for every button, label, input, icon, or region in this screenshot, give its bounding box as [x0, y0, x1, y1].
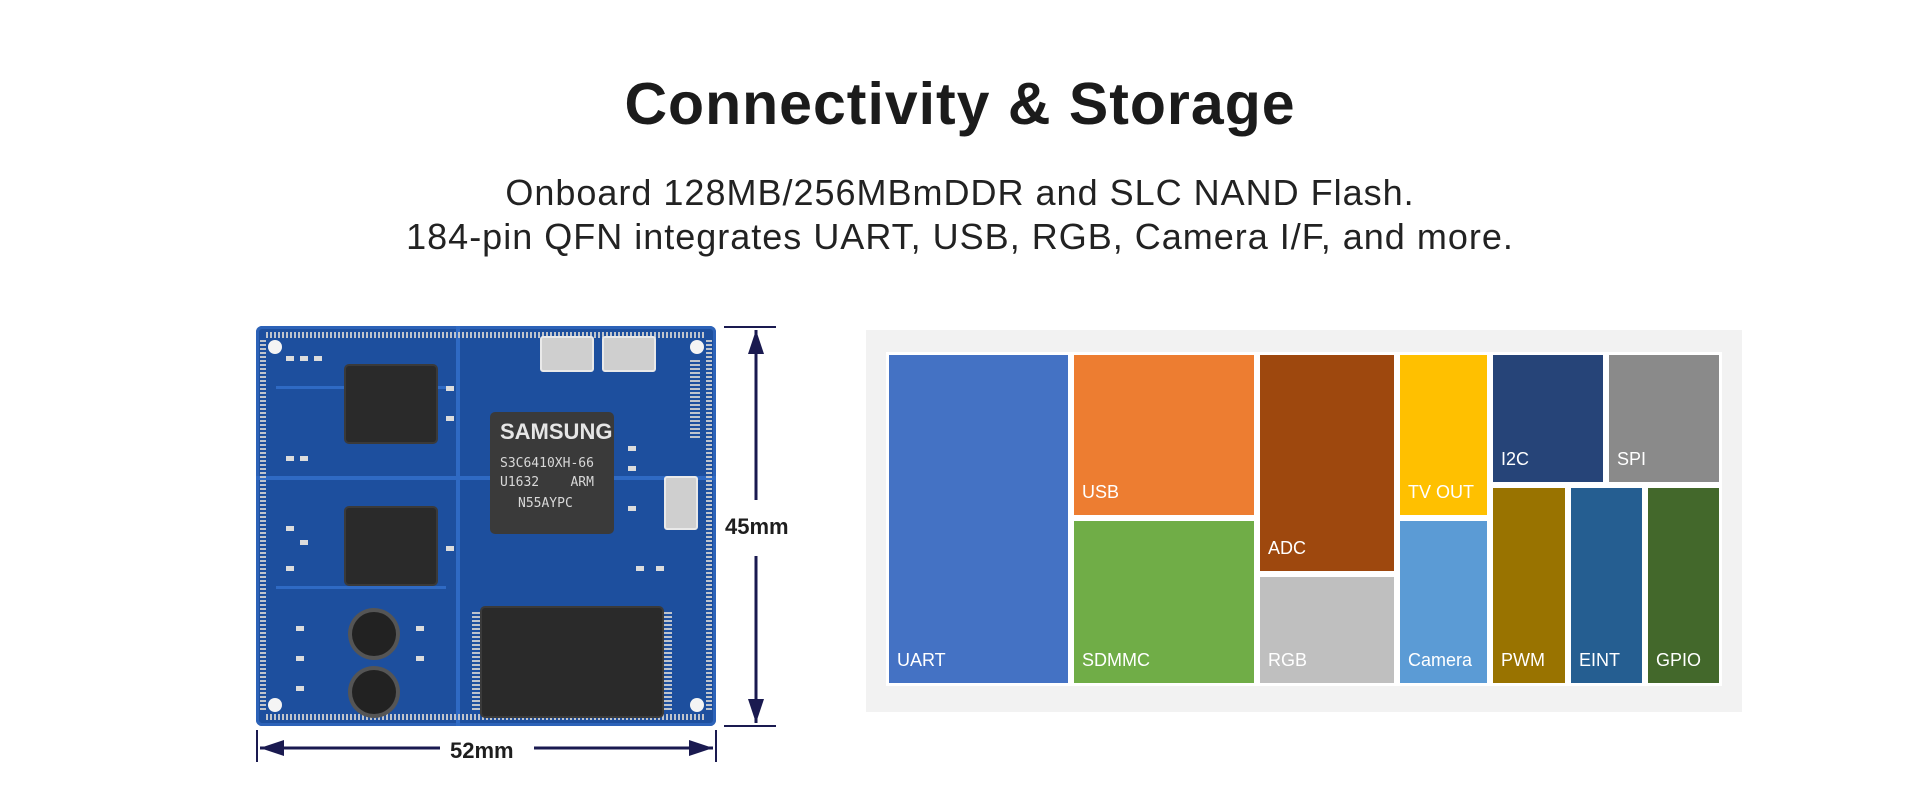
tile-label: EINT [1579, 650, 1621, 670]
cpu-line-3: N55AYPC [518, 496, 573, 511]
ram-chip-2 [346, 508, 436, 584]
tile-camera: Camera [1397, 518, 1490, 686]
cpu-chip: SAMSUNG S3C6410XH-66 U1632 ARM N55AYPC [492, 414, 612, 532]
width-dimension-label: 52mm [450, 738, 514, 763]
crystal-2 [602, 336, 656, 372]
tile-sdmmc: SDMMC [1071, 518, 1257, 686]
tile-label: UART [897, 650, 946, 670]
page-title: Connectivity & Storage [624, 71, 1296, 137]
tile-label: Camera [1408, 650, 1473, 670]
tile-rgb: RGB [1257, 574, 1397, 686]
subtitle-line-1: Onboard 128MB/256MBmDDR and SLC NAND Fla… [505, 172, 1415, 213]
crystal-1 [540, 336, 594, 372]
tile-adc: ADC [1257, 352, 1397, 574]
tile-i2c: I2C [1490, 352, 1606, 485]
tile-eint: EINT [1568, 485, 1645, 686]
interface-treemap: UART USB SDMMC ADC RGB TV OUT Camera I2C… [866, 330, 1742, 712]
tile-label: TV OUT [1408, 482, 1474, 502]
pcb-board-image: SAMSUNG S3C6410XH-66 U1632 ARM N55AYPC [256, 326, 716, 726]
tile-tv-out: TV OUT [1397, 352, 1490, 518]
cpu-line-1: S3C6410XH-66 [500, 456, 594, 471]
tile-label: I2C [1501, 449, 1530, 469]
tile-label: ADC [1268, 538, 1307, 558]
tile-pwm: PWM [1490, 485, 1568, 686]
tile-label: SDMMC [1082, 650, 1150, 670]
height-dimension-label: 45mm [725, 514, 789, 539]
crystal-3 [664, 476, 698, 530]
inductor-2 [352, 670, 396, 714]
tile-label: RGB [1268, 650, 1308, 670]
tile-usb: USB [1071, 352, 1257, 518]
tile-label: PWM [1501, 650, 1545, 670]
nand-flash-chip [482, 608, 662, 716]
tile-label: GPIO [1656, 650, 1702, 670]
cpu-line-2: U1632 ARM [500, 475, 594, 490]
tile-gpio: GPIO [1645, 485, 1722, 686]
subtitle-line-2: 184-pin QFN integrates UART, USB, RGB, C… [406, 216, 1514, 257]
cpu-brand: SAMSUNG [500, 419, 613, 444]
tile-label: USB [1082, 482, 1120, 502]
ram-chip-1 [346, 366, 436, 442]
tile-uart: UART [886, 352, 1071, 686]
inductor-1 [352, 612, 396, 656]
tile-label: SPI [1617, 449, 1647, 469]
tile-spi: SPI [1606, 352, 1722, 485]
